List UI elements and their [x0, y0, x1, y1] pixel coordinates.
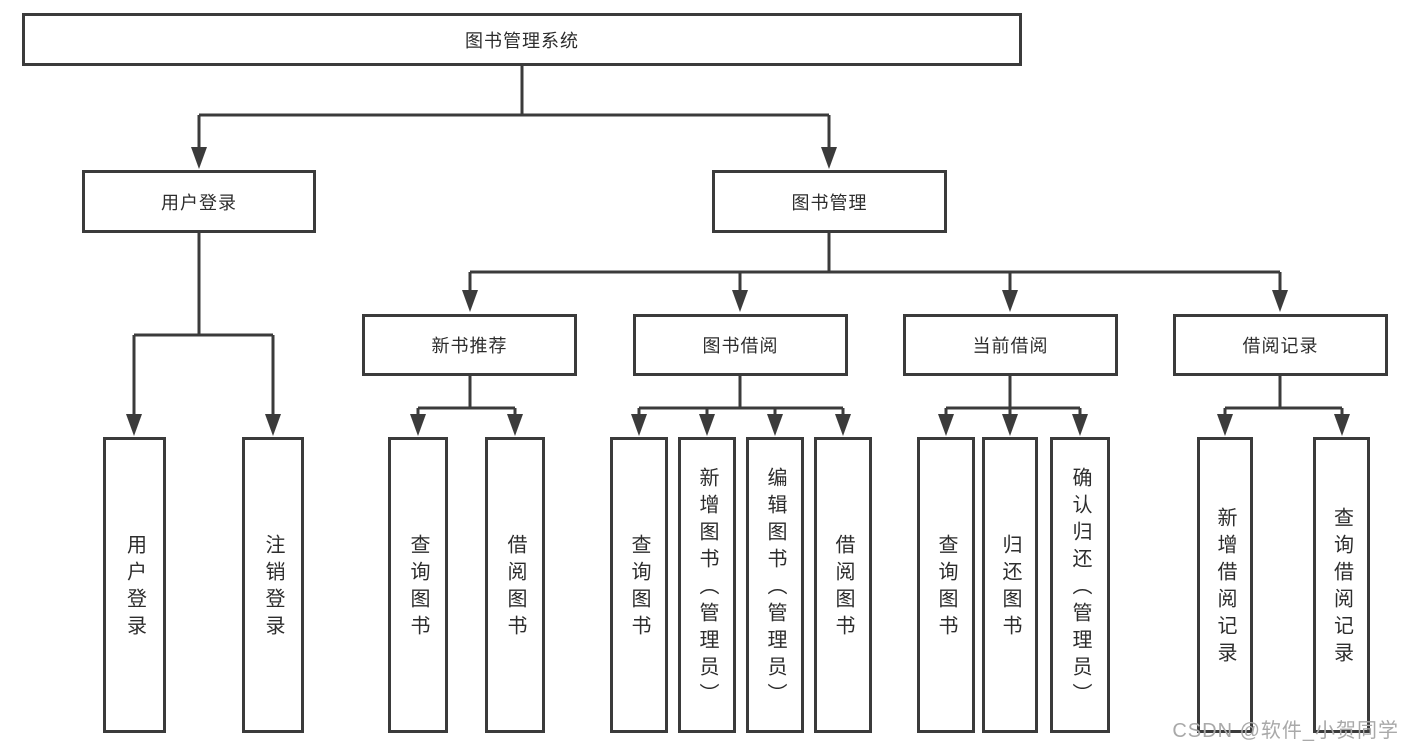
- leaf-current-query-books: 查询图书: [917, 437, 975, 733]
- leaf-borrow-borrow-books: 借阅图书: [814, 437, 872, 733]
- leaf-borrow-borrow-books-label: 借阅图书: [832, 534, 854, 642]
- leaf-user-login: 用户登录: [103, 437, 166, 733]
- node-new-book-recommend: 新书推荐: [362, 314, 577, 376]
- node-book-borrow: 图书借阅: [633, 314, 848, 376]
- leaf-newbooks-query-books: 查询图书: [388, 437, 448, 733]
- leaf-current-return-books-label: 归还图书: [999, 534, 1021, 642]
- leaf-records-add-borrow-record-label: 新增借阅记录: [1214, 507, 1236, 669]
- leaf-borrow-query-books-label: 查询图书: [628, 534, 650, 642]
- node-borrow-records-label: 借阅记录: [1242, 336, 1319, 356]
- leaf-records-query-borrow-record-label: 查询借阅记录: [1330, 507, 1353, 669]
- leaf-logout-label: 注销登录: [262, 534, 284, 642]
- leaf-current-confirm-return-admin-label: 确认归还（管理员）: [1069, 466, 1091, 710]
- leaf-newbooks-query-books-label: 查询图书: [407, 534, 429, 642]
- node-borrow-records: 借阅记录: [1173, 314, 1388, 376]
- leaf-borrow-add-books-admin: 新增图书（管理员）: [678, 437, 736, 733]
- leaf-borrow-add-books-admin-label: 新增图书（管理员）: [696, 466, 718, 710]
- leaf-user-login-label: 用户登录: [123, 534, 146, 642]
- leaf-borrow-edit-books-admin: 编辑图书（管理员）: [746, 437, 804, 733]
- leaf-borrow-query-books: 查询图书: [610, 437, 668, 733]
- node-user-login-label: 用户登录: [161, 192, 237, 213]
- leaf-borrow-edit-books-admin-label: 编辑图书（管理员）: [764, 466, 786, 710]
- leaf-newbooks-borrow-books-label: 借阅图书: [504, 534, 526, 642]
- node-new-book-recommend-label: 新书推荐: [431, 336, 508, 356]
- leaf-current-return-books: 归还图书: [982, 437, 1038, 733]
- node-book-borrow-label: 图书借阅: [702, 336, 779, 356]
- leaf-records-query-borrow-record: 查询借阅记录: [1313, 437, 1370, 733]
- node-book-management-label: 图书管理: [791, 192, 868, 213]
- node-current-borrow-label: 当前借阅: [972, 336, 1049, 356]
- csdn-watermark: CSDN @软件_小贺同学: [1172, 720, 1399, 742]
- leaf-current-query-books-label: 查询图书: [935, 534, 957, 642]
- node-user-login: 用户登录: [82, 170, 316, 233]
- leaf-newbooks-borrow-books: 借阅图书: [485, 437, 545, 733]
- node-current-borrow: 当前借阅: [903, 314, 1118, 376]
- node-root-system: 图书管理系统: [22, 13, 1022, 66]
- leaf-records-add-borrow-record: 新增借阅记录: [1197, 437, 1253, 733]
- node-root-label: 图书管理系统: [465, 30, 579, 51]
- leaf-logout: 注销登录: [242, 437, 304, 733]
- node-book-management: 图书管理: [712, 170, 947, 233]
- leaf-current-confirm-return-admin: 确认归还（管理员）: [1050, 437, 1110, 733]
